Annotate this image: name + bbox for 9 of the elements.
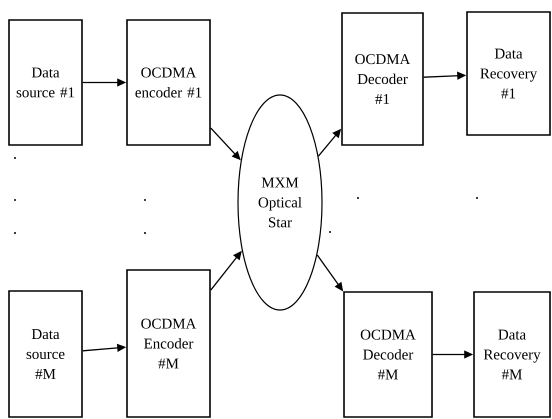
ellipse-node: MXM Optical Star (237, 94, 323, 311)
process-box: OCDMA Encoder #M (126, 269, 211, 418)
process-box: OCDMA Decoder #M (343, 291, 433, 418)
process-box: OCDMA encoder #1 (126, 19, 211, 146)
process-box: Data source #1 (8, 19, 83, 146)
process-box: Data source #M (8, 290, 83, 418)
process-box: Data Recovery #M (473, 291, 551, 418)
process-box: Data Recovery #1 (466, 11, 551, 136)
process-box: OCDMA Decoder #1 (341, 12, 424, 146)
